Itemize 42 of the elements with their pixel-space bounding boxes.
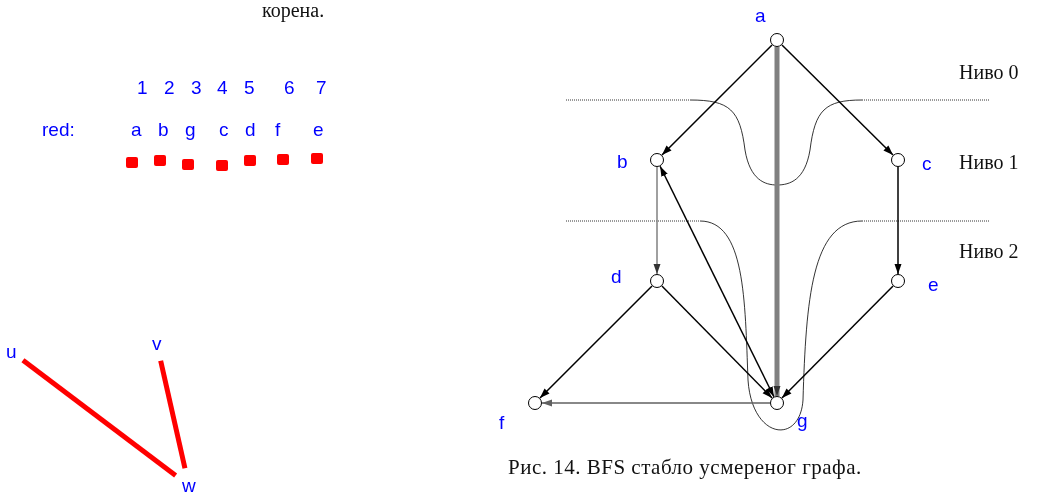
vertex-label: f — [499, 413, 505, 432]
arrow — [659, 165, 775, 398]
arrow — [661, 285, 773, 399]
position-number: 1 — [137, 78, 148, 97]
queue-item: e — [313, 120, 324, 139]
position-number: 5 — [244, 78, 255, 97]
queue-item: d — [245, 120, 256, 139]
vertex-label: a — [755, 6, 766, 25]
vertex-label: c — [922, 154, 932, 173]
position-number: 7 — [316, 78, 327, 97]
position-number: 6 — [284, 78, 295, 97]
vertex-label: e — [928, 275, 939, 294]
position-number: 3 — [191, 78, 202, 97]
arrow — [773, 47, 781, 396]
queue-item: g — [185, 120, 196, 139]
position-number: 2 — [164, 78, 175, 97]
connector-line — [21, 358, 178, 478]
arrow — [541, 399, 771, 407]
arrow — [781, 285, 894, 399]
level-label: Ниво 2 — [959, 241, 1019, 261]
vertex-label: w — [182, 476, 196, 494]
position-number: 4 — [217, 78, 228, 97]
connector-line — [158, 360, 188, 469]
vertex-label: b — [617, 152, 628, 171]
queue-item: a — [131, 120, 142, 139]
arrow — [653, 166, 661, 275]
vertex-label: g — [797, 411, 808, 430]
arrow — [894, 166, 902, 275]
figure-caption: Рис. 14. BFS стабло усмереног графа. — [508, 457, 862, 478]
arrow — [661, 44, 773, 156]
arrow — [539, 285, 653, 399]
arrow — [781, 44, 894, 156]
queue-item: c — [219, 120, 229, 139]
queue-item: f — [275, 120, 281, 139]
vertex-label: u — [6, 342, 17, 361]
vertex-label: d — [611, 267, 622, 286]
level-label: Ниво 0 — [959, 62, 1019, 82]
queue-item: b — [158, 120, 169, 139]
queue-title: red: — [42, 120, 75, 139]
vertex-label: v — [152, 334, 162, 353]
caption-fragment: корена. — [262, 0, 325, 20]
level-label: Ниво 1 — [959, 152, 1019, 172]
